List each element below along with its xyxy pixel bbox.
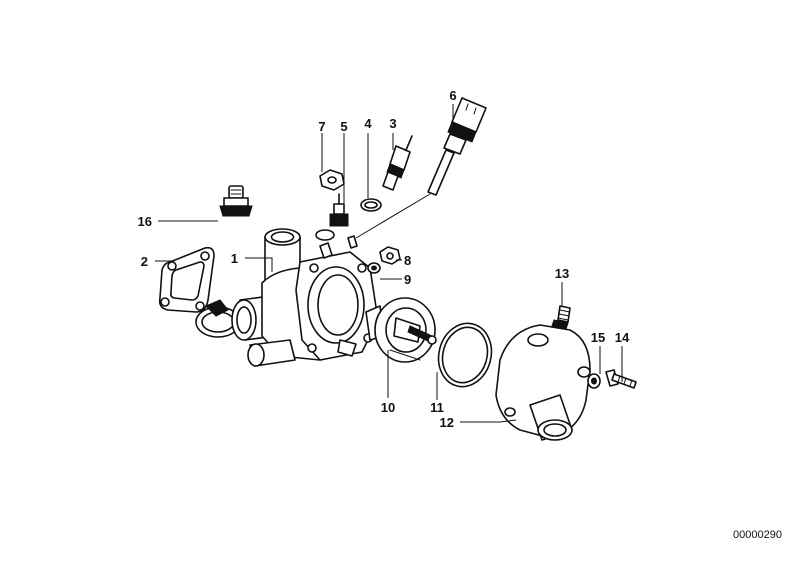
label-part-13: 13 (555, 266, 569, 281)
label-part-5: 5 (340, 119, 347, 134)
label-part-15: 15 (591, 330, 605, 345)
part-2-gasket (158, 246, 215, 313)
label-part-1: 1 (231, 251, 238, 266)
part-16-temperature-sender (219, 185, 253, 217)
part-4-seal-ring (315, 198, 382, 241)
part-7-cap-nut (319, 169, 345, 191)
part-1-thermostat-housing (231, 228, 379, 367)
part-15-washer (587, 373, 601, 389)
part-8-nut (379, 246, 401, 265)
part-14-bolt (605, 369, 637, 389)
part-10-thermostat (365, 297, 437, 363)
label-part-10: 10 (381, 400, 395, 415)
part-12-thermostat-cover (495, 324, 591, 441)
label-part-16: 16 (138, 214, 152, 229)
part-13-bleed-screw (551, 305, 571, 330)
part-3-temperature-sensor (382, 135, 413, 191)
label-part-9: 9 (404, 272, 411, 287)
label-part-11: 11 (430, 400, 444, 415)
label-part-8: 8 (404, 253, 411, 268)
label-part-12: 12 (440, 415, 454, 430)
label-part-6: 6 (449, 88, 456, 103)
part-6-temperature-sensor (355, 97, 487, 239)
label-part-4: 4 (364, 116, 372, 131)
label-part-2: 2 (141, 254, 148, 269)
diagram-id: 00000290 (733, 529, 782, 541)
part-9-washer (367, 262, 381, 274)
label-part-7: 7 (318, 119, 325, 134)
leader-lines (155, 104, 623, 423)
label-part-3: 3 (389, 116, 396, 131)
part-5-sensor (329, 193, 349, 227)
part-11-o-ring (437, 322, 493, 388)
label-part-14: 14 (615, 330, 630, 345)
